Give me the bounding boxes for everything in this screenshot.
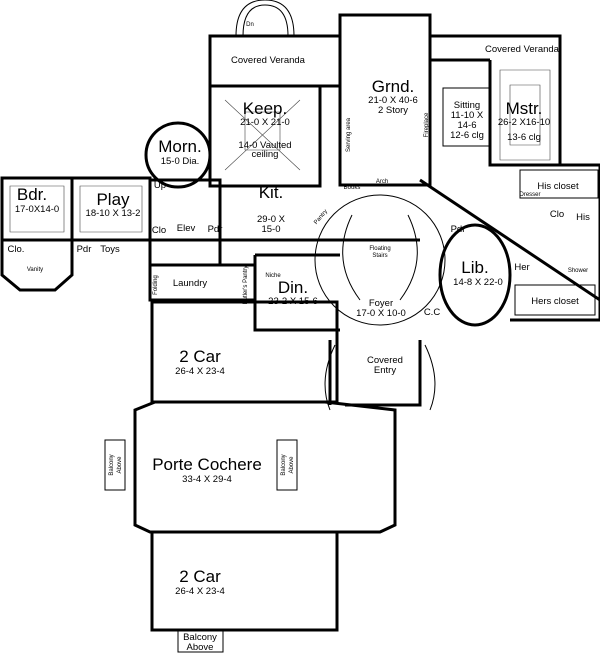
garage-top-dims: 26-4 X 23-4 <box>175 366 225 377</box>
library-label: Lib. <box>461 258 488 277</box>
keep-note2: ceiling <box>252 149 279 160</box>
laundry-label: Laundry <box>173 278 208 289</box>
keep-dims: 21-0 X 21-0 <box>240 117 290 128</box>
play-label: Play <box>96 190 130 209</box>
balcony-bottom-label-2: Above <box>187 642 214 653</box>
hers-closet-label: Hers closet <box>531 296 579 307</box>
her-bath-label: Her <box>514 262 529 273</box>
down-label: Dn <box>246 22 254 28</box>
keep-label: Keep. <box>243 99 287 118</box>
balcony-bottom-label-1: Balcony <box>183 632 217 643</box>
porte-cochere-label: Porte Cochere <box>152 455 262 474</box>
foyer-dims: 17-0 X 10-0 <box>356 308 406 319</box>
niche-label: Niche <box>265 273 281 279</box>
dining-label: Din. <box>278 278 308 297</box>
sitting-dims1: 11-10 X <box>451 110 484 121</box>
elevator-label: Elev <box>177 223 196 234</box>
serving-area-label: Serving area <box>346 117 352 152</box>
library-dims: 14-8 X 22-0 <box>453 277 503 288</box>
morning-label: Morn. <box>158 137 201 156</box>
closet-label-1: Clo. <box>8 244 25 255</box>
dining-dims: 23-2 X 15-6 <box>268 296 318 307</box>
stairs-label-1: Floating <box>369 246 390 252</box>
balcony-right-label-1: Balcony <box>281 454 287 475</box>
powder-label-2: Pdr <box>208 224 223 235</box>
covered-entry-label-1: Covered <box>367 355 403 366</box>
sitting-label: Sitting <box>454 100 480 111</box>
garage-bottom-dims: 26-4 X 23-4 <box>175 586 225 597</box>
grand-room-dims: 21-0 X 40-6 <box>368 95 418 106</box>
dresser-label: Dresser <box>519 192 540 198</box>
covered-veranda-left-label: Covered Veranda <box>231 55 306 66</box>
closet-label-3: Clo <box>550 209 564 220</box>
master-label: Mstr. <box>506 99 543 118</box>
his-bath-label: His <box>576 212 590 223</box>
fireplace-label: Fireplace <box>424 112 430 137</box>
folding-label: Folding <box>153 275 159 295</box>
vanity-label: Vanity <box>27 267 43 273</box>
balcony-left-label-1: Balcony <box>109 454 115 475</box>
powder-label-3: Pdr <box>451 224 466 235</box>
powder-label-1: Pdr <box>77 244 92 255</box>
grand-room-note: 2 Story <box>378 105 408 116</box>
shower-label: Shower <box>568 268 588 274</box>
kitchen-dims2: 15-0 <box>261 224 280 235</box>
books-label: Books <box>344 185 361 191</box>
arch-label: Arch <box>376 179 388 185</box>
morning-dims: 15-0 Dia. <box>161 156 200 167</box>
bedroom-dims: 17-0X14-0 <box>15 204 59 215</box>
porte-cochere-dims: 33-4 X 29-4 <box>182 474 232 485</box>
grand-room-label: Grnd. <box>372 77 415 96</box>
covered-entry-label-2: Entry <box>374 365 396 376</box>
toys-label: Toys <box>100 244 120 255</box>
kitchen-dims1: 29-0 X <box>257 214 286 225</box>
closet-label-2: Clo <box>152 225 166 236</box>
balcony-left-label-2: Above <box>117 456 123 474</box>
bedroom-label: Bdr. <box>17 185 47 204</box>
kitchen-label: Kit. <box>259 183 284 202</box>
sitting-note: 12-6 clg <box>450 130 484 141</box>
keep-note1: 14-0 Vaulted <box>238 140 291 151</box>
his-closet-label: His closet <box>537 181 579 192</box>
garage-top-label: 2 Car <box>179 347 221 366</box>
play-dims: 18-10 X 13-2 <box>86 208 141 219</box>
butlers-pantry-label: Butler's Pantry <box>243 266 249 305</box>
master-note: 13-6 clg <box>507 132 541 143</box>
stairs-label-2: Stairs <box>372 253 387 259</box>
coat-closet-label: C.C <box>424 307 441 318</box>
up-label: Up <box>154 180 166 191</box>
sitting-dims2: 14-6 <box>457 120 476 131</box>
foyer-label: Foyer <box>369 298 393 309</box>
master-dims: 26-2 X16-10 <box>498 117 550 128</box>
garage-bottom-label: 2 Car <box>179 567 221 586</box>
covered-veranda-right-label: Covered Veranda <box>485 44 560 55</box>
balcony-right-label-2: Above <box>289 456 295 474</box>
